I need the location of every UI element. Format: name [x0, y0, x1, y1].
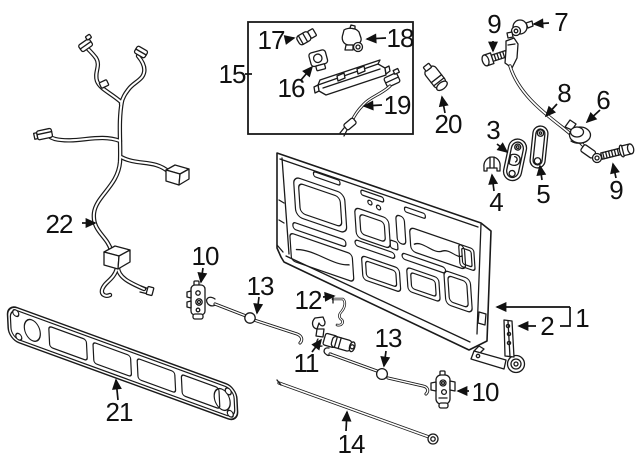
- part-handle-15: [313, 59, 391, 96]
- part-tailgate-panel: [276, 152, 492, 351]
- part-rod-14: [276, 379, 439, 445]
- part-rod-12: [331, 295, 347, 327]
- callout-1: 1: [575, 303, 590, 333]
- callout-13-left: 13: [246, 271, 275, 301]
- part-trim-panel-21: [6, 306, 239, 421]
- callout-12: 12: [294, 285, 323, 315]
- part-link-5: [529, 125, 549, 169]
- callout-18: 18: [386, 23, 415, 53]
- callout-20: 20: [434, 109, 463, 139]
- part-wiring-harness: [32, 33, 190, 298]
- callout-14: 14: [337, 429, 366, 459]
- part-striker-3: [502, 138, 528, 182]
- callout-21: 21: [105, 397, 134, 427]
- callout-17: 17: [257, 25, 286, 55]
- callout-19: 19: [383, 90, 412, 120]
- part-hinge-2: [470, 319, 526, 374]
- callout-9-right: 9: [609, 175, 624, 205]
- part-rod-13-right: [323, 347, 430, 396]
- part-clip-4: [483, 156, 501, 172]
- part-rod-13-left: [205, 296, 304, 345]
- callout-16: 16: [277, 73, 306, 103]
- callout-6: 6: [596, 85, 611, 115]
- callout-7: 7: [554, 7, 569, 37]
- part-bezel-16: [308, 49, 329, 72]
- callout-10-right: 10: [471, 377, 500, 407]
- part-bumper-6: [564, 119, 592, 144]
- callout-leaders: [82, 18, 620, 432]
- callout-3: 3: [486, 115, 501, 145]
- callout-4: 4: [489, 187, 504, 217]
- part-bolt-9-right: [600, 143, 635, 160]
- part-latch-10-right: [430, 370, 456, 409]
- callout-10-left: 10: [191, 241, 220, 271]
- callout-5: 5: [536, 179, 551, 209]
- callout-15: 15: [218, 59, 247, 89]
- callout-2: 2: [540, 311, 555, 341]
- part-actuator-11: [311, 316, 356, 353]
- callout-11: 11: [293, 348, 320, 378]
- callout-13-right: 13: [374, 323, 403, 353]
- callout-22: 22: [45, 209, 74, 239]
- part-latch-10-left: [186, 280, 206, 320]
- callout-9-top: 9: [487, 9, 502, 39]
- part-nut-7: [510, 19, 534, 37]
- part-clip-17: [296, 28, 317, 46]
- part-camera-18: [341, 24, 364, 53]
- part-sensor-20: [422, 62, 448, 92]
- callout-8: 8: [557, 78, 572, 108]
